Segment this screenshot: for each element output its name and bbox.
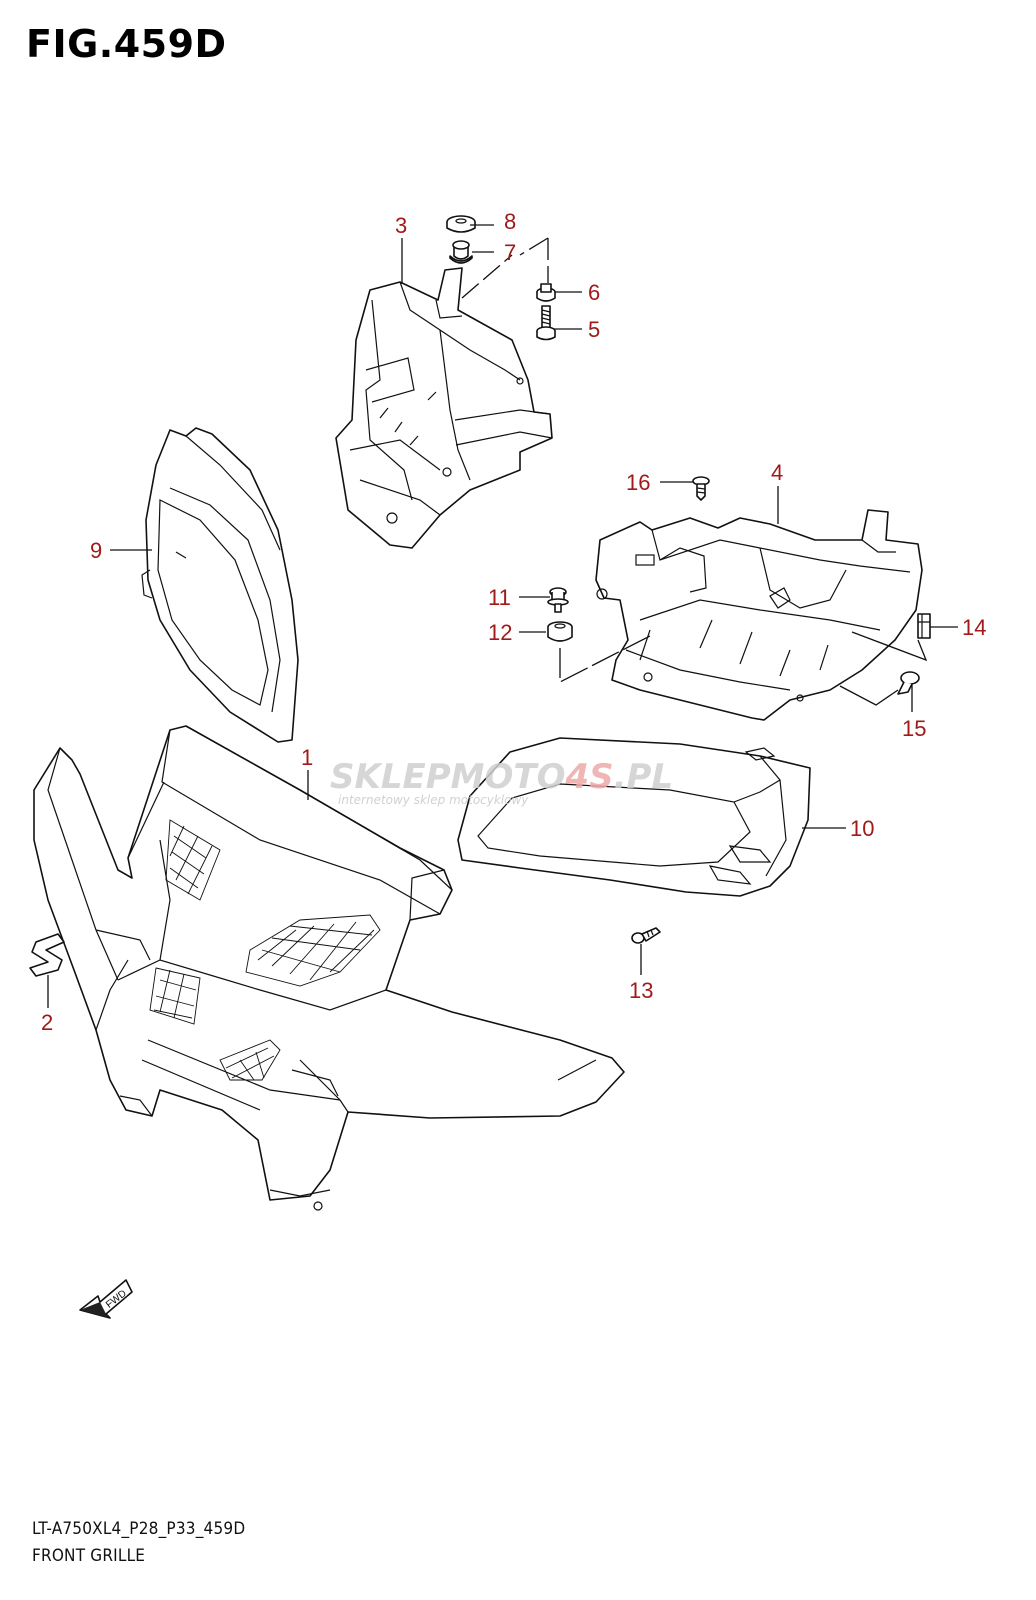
part-1-front-grille (33, 725, 625, 1211)
watermark-main-c: .PL (614, 757, 674, 797)
part-11-bolt (547, 587, 569, 613)
callout-2: 2 (41, 1010, 53, 1035)
figure-title: FIG.459D (26, 22, 227, 66)
callout-4: 4 (771, 460, 783, 485)
callout-16: 16 (626, 470, 650, 495)
callout-6: 6 (588, 280, 600, 305)
part-8-grommet (446, 215, 476, 233)
callout-3: 3 (395, 213, 407, 238)
leader-lines (47, 224, 958, 1008)
callout-5: 5 (588, 317, 600, 342)
part-14-clip (917, 613, 931, 639)
model-code: LT-A750XL4_P28_P33_459D (32, 1519, 246, 1539)
part-12-grommet (547, 621, 573, 642)
callout-labels: 1 2 3 4 5 6 7 8 9 10 11 12 13 14 15 16 (41, 209, 986, 1035)
part-13-screw (631, 927, 661, 944)
callout-1: 1 (301, 745, 313, 770)
callout-7: 7 (504, 240, 516, 265)
part-3-upper-bracket (335, 267, 553, 549)
svg-text:SKLEPMOTO4S.PL: SKLEPMOTO4S.PL (330, 757, 673, 797)
callout-9: 9 (90, 538, 102, 563)
callout-8: 8 (504, 209, 516, 234)
watermark: SKLEPMOTO4S.PL internetowy sklep motocyk… (330, 757, 673, 807)
callout-11: 11 (488, 585, 511, 610)
callout-14: 14 (962, 615, 986, 640)
watermark-main-a: SKLEPMOTO (330, 757, 565, 797)
callout-12: 12 (488, 620, 512, 645)
part-7-collar (449, 240, 473, 264)
part-6-nut (536, 283, 556, 302)
part-9-left-bezel (141, 427, 299, 743)
callout-10: 10 (850, 816, 874, 841)
watermark-sub: internetowy sklep motocyklowy (338, 793, 529, 807)
part-15-clip (897, 671, 920, 695)
watermark-main-b: 4S (564, 757, 613, 797)
part-2-emblem (29, 933, 65, 977)
part-10-right-bezel (457, 737, 811, 897)
callout-15: 15 (902, 716, 926, 741)
part-5-bolt (536, 305, 556, 341)
fwd-arrow-icon: FWD (79, 1279, 133, 1319)
part-4-lower-frame (595, 509, 923, 721)
figure-name: FRONT GRILLE (32, 1546, 146, 1566)
callout-13: 13 (629, 978, 653, 1003)
part-16-screw (692, 476, 710, 501)
